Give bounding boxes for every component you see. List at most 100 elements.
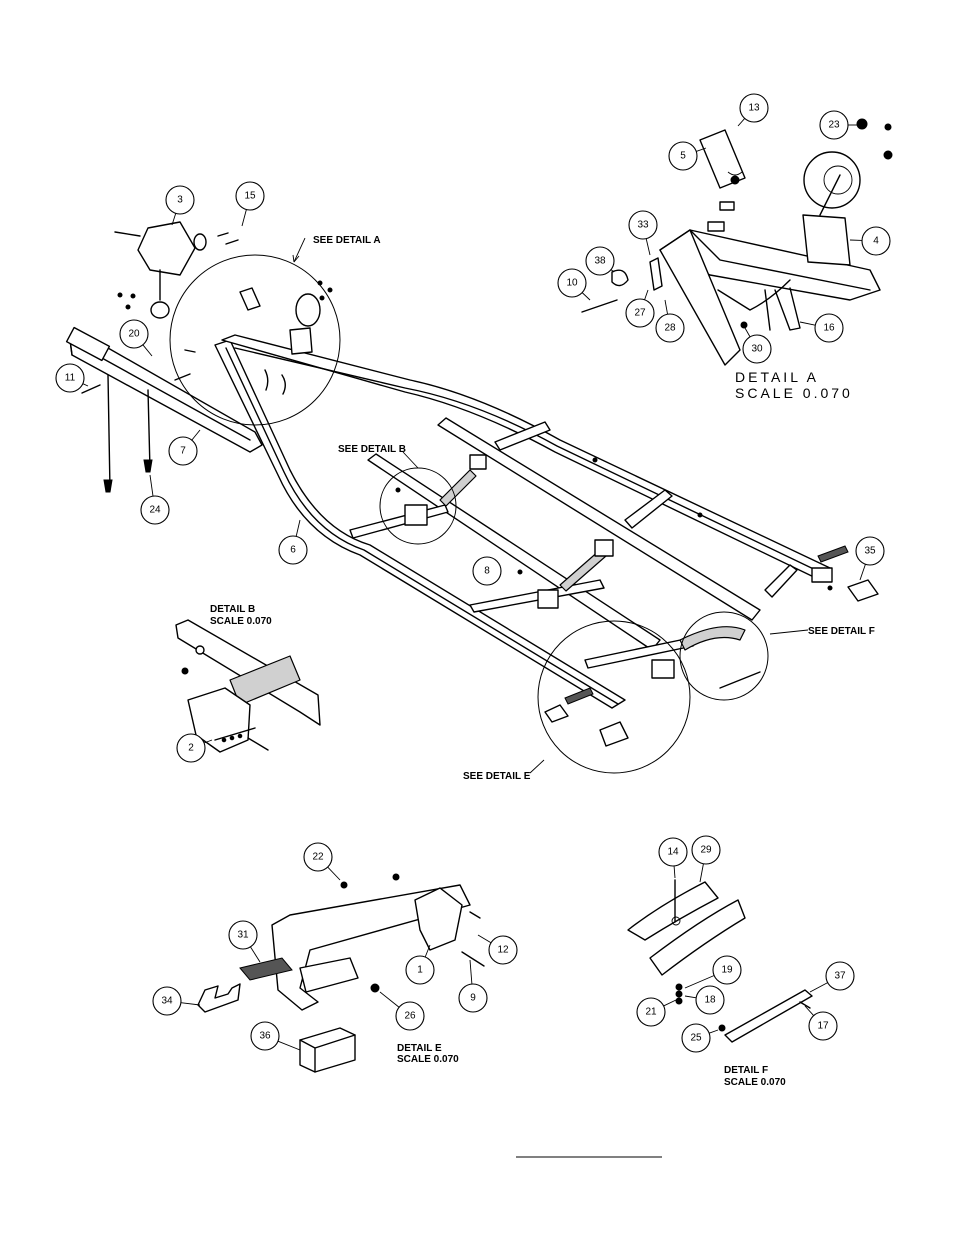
balloon-circle-2	[176, 733, 206, 763]
detail-e-scale: SCALE 0.070	[397, 1054, 459, 1065]
balloon-label-7: 7	[180, 446, 186, 457]
balloon-leader-22	[327, 866, 341, 881]
balloon-34: 34	[152, 986, 201, 1016]
balloon-circle-34	[152, 986, 182, 1016]
balloon-label-19: 19	[721, 965, 733, 976]
balloon-29: 29	[691, 835, 721, 883]
balloon-label-23: 23	[828, 120, 840, 131]
balloon-label-8: 8	[484, 566, 490, 577]
balloon-circle-19	[712, 955, 742, 985]
see-detail-e-label: SEE DETAIL E	[463, 771, 531, 782]
detail-f-scale: SCALE 0.070	[724, 1077, 786, 1088]
balloon-circle-23	[819, 110, 849, 140]
balloon-20: 20	[119, 319, 153, 357]
balloon-28: 28	[655, 299, 685, 343]
balloon-label-37: 37	[834, 971, 846, 982]
balloon-circle-1	[405, 955, 435, 985]
balloon-label-21: 21	[645, 1007, 657, 1018]
balloon-label-17: 17	[817, 1021, 829, 1032]
balloon-leader-21	[663, 999, 677, 1007]
balloon-label-14: 14	[667, 847, 679, 858]
detail-e-block-36	[299, 1027, 356, 1073]
balloon-label-31: 31	[237, 930, 249, 941]
spring-part	[817, 545, 849, 563]
balloon-leader-31	[250, 946, 261, 963]
rear-roller	[679, 626, 746, 651]
balloon-24: 24	[140, 474, 170, 525]
balloon-label-24: 24	[149, 505, 161, 516]
balloon-label-22: 22	[312, 852, 324, 863]
balloon-19: 19	[684, 955, 742, 989]
balloon-22: 22	[303, 842, 341, 881]
balloon-3: 3	[165, 185, 195, 226]
balloon-leader-38	[610, 269, 615, 273]
balloon-10: 10	[557, 268, 591, 301]
balloon-leader-10	[581, 292, 591, 301]
balloon-circle-21	[636, 997, 666, 1027]
balloon-leader-29	[699, 863, 704, 883]
balloon-5: 5	[668, 141, 707, 171]
balloon-label-34: 34	[161, 996, 173, 1007]
balloon-6: 6	[278, 519, 308, 565]
detail-f-bar-37	[724, 989, 813, 1043]
balloon-12: 12	[477, 934, 518, 965]
balloon-leader-12	[477, 934, 492, 944]
balloon-1: 1	[405, 944, 435, 985]
balloon-leader-24	[149, 474, 154, 497]
balloon-circle-28	[655, 313, 685, 343]
balloon-circle-12	[488, 935, 518, 965]
balloon-circle-11	[55, 363, 85, 393]
balloon-circle-25	[681, 1023, 711, 1053]
winch-body	[137, 221, 196, 276]
balloon-label-15: 15	[244, 191, 256, 202]
balloon-label-5: 5	[680, 151, 686, 162]
balloon-label-30: 30	[751, 344, 763, 355]
detail-f-view	[627, 879, 813, 1043]
balloon-label-20: 20	[128, 329, 140, 340]
balloon-23: 23	[819, 110, 858, 140]
balloon-label-27: 27	[634, 308, 646, 319]
detail-e-spring-31	[239, 957, 293, 981]
detail-e-title: DETAIL E	[397, 1043, 442, 1054]
balloon-circle-4	[861, 226, 891, 256]
balloon-leader-11	[82, 383, 89, 387]
balloon-circle-24	[140, 495, 170, 525]
balloon-circle-10	[557, 268, 587, 298]
balloon-leader-19	[684, 975, 715, 989]
balloon-label-33: 33	[637, 220, 649, 231]
balloon-circle-3	[165, 185, 195, 215]
detail-e-bracket-1	[414, 887, 463, 951]
balloon-label-3: 3	[177, 195, 183, 206]
balloon-leader-6	[295, 519, 301, 537]
balloon-circle-20	[119, 319, 149, 349]
detail-e-clip-34	[197, 983, 241, 1013]
balloon-leader-36	[277, 1040, 301, 1051]
bunk-board-right	[437, 417, 761, 621]
balloon-label-28: 28	[664, 323, 676, 334]
balloon-2: 2	[176, 733, 213, 763]
balloon-label-11: 11	[65, 373, 76, 384]
balloon-33: 33	[628, 210, 658, 256]
part-balloons: 1234567891011121314151617181920212223242…	[55, 93, 891, 1053]
balloon-leader-9	[469, 959, 473, 985]
balloon-label-13: 13	[748, 103, 760, 114]
balloon-leader-37	[809, 982, 828, 993]
balloon-label-9: 9	[470, 993, 476, 1004]
winch-assembly	[81, 221, 239, 394]
balloon-circle-38	[585, 246, 615, 276]
detail-a-scale: SCALE 0.070	[735, 385, 853, 401]
balloon-circle-33	[628, 210, 658, 240]
balloon-leader-26	[379, 991, 400, 1008]
balloon-leader-3	[171, 213, 177, 226]
balloon-label-4: 4	[873, 236, 879, 247]
balloon-label-6: 6	[290, 545, 296, 556]
detail-e-outline	[537, 620, 691, 774]
balloon-label-1: 1	[417, 965, 423, 976]
balloon-4: 4	[849, 226, 891, 256]
balloon-leader-16	[799, 321, 816, 326]
balloon-30: 30	[742, 327, 772, 364]
detail-b-scale: SCALE 0.070	[210, 616, 272, 627]
balloon-circle-15	[235, 181, 265, 211]
crossmember-2	[349, 504, 449, 539]
